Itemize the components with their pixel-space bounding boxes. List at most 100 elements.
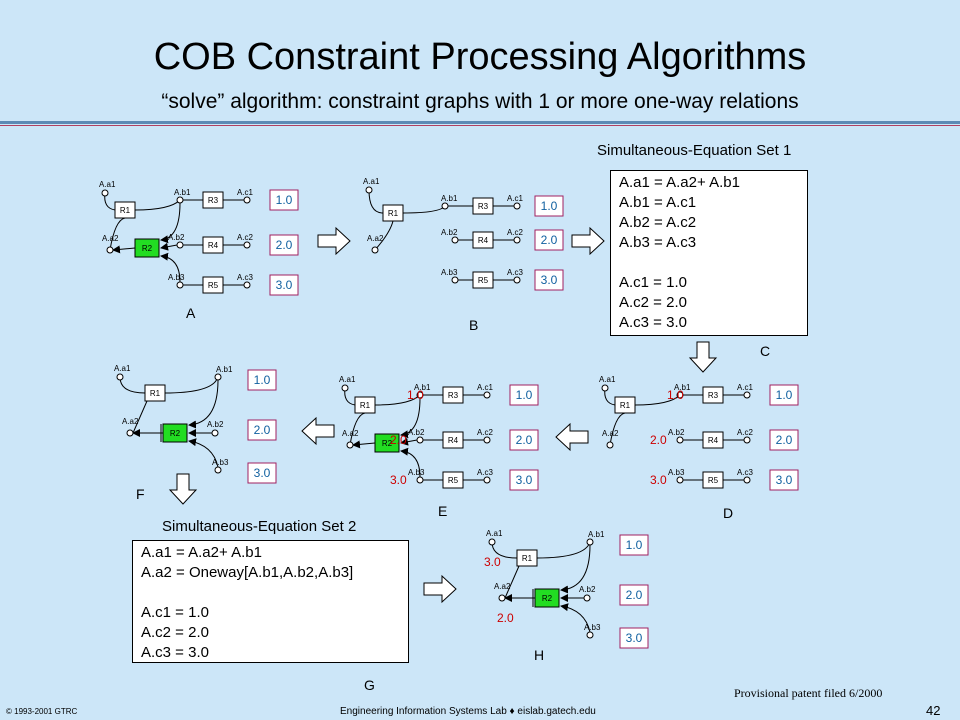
graph-e-r4 bbox=[442, 431, 464, 449]
graph-f-node-4 bbox=[214, 466, 222, 474]
graph-b-label-c1: A.c1 bbox=[507, 194, 524, 203]
set2-line: A.c1 = 1.0 bbox=[141, 604, 209, 621]
graph-h-node-3 bbox=[583, 594, 591, 602]
set2-line: A.c3 = 3.0 bbox=[141, 644, 209, 661]
graph-e-r5 bbox=[442, 471, 464, 489]
arrow-a-b bbox=[317, 226, 351, 256]
graph-e-label-c2: A.c2 bbox=[477, 428, 494, 437]
graph-h-r1-label: R1 bbox=[522, 554, 533, 563]
graph-h-node-0 bbox=[488, 538, 496, 546]
graph-h-r2 bbox=[534, 588, 560, 608]
graph-d-red-b3: 3.0 bbox=[650, 473, 667, 487]
graph-e-red-b3: 3.0 bbox=[390, 473, 407, 487]
page-title: COB Constraint Processing Algorithms bbox=[153, 36, 807, 78]
graph-a-r1 bbox=[114, 201, 136, 219]
panel-letter-A: A bbox=[186, 305, 196, 321]
arrow-c-d bbox=[688, 341, 718, 373]
graph-b-label-a1: A.a1 bbox=[363, 177, 380, 186]
graph-h-val3-value: 3.0 bbox=[626, 631, 643, 645]
graph-e-node-0 bbox=[341, 384, 349, 392]
graph-f-label-b2: A.b2 bbox=[207, 420, 224, 429]
graph-a-r3-label: R3 bbox=[208, 196, 219, 205]
graph-f-node-1 bbox=[126, 429, 134, 437]
graph-a-r2 bbox=[134, 238, 160, 258]
graph-b-r4 bbox=[472, 231, 494, 249]
graph-a-node-0 bbox=[101, 189, 109, 197]
graph-a-node-4 bbox=[176, 281, 184, 289]
graph-b-r1 bbox=[382, 204, 404, 222]
graph-h-val3 bbox=[619, 627, 649, 649]
graph-b-node-6 bbox=[513, 236, 521, 244]
panel-letter-H: H bbox=[534, 647, 544, 663]
graph-h-red-a2: 2.0 bbox=[497, 611, 514, 625]
set1-line: A.c2 = 2.0 bbox=[619, 294, 687, 311]
graph-a-edge-b2-r2 bbox=[160, 242, 178, 251]
graph-h-edge-b3-r2 bbox=[560, 603, 591, 633]
graph-a-label-b1: A.b1 bbox=[174, 188, 191, 197]
graph-e-node-4 bbox=[416, 476, 424, 484]
graph-e-red-b2: 2.0 bbox=[390, 433, 407, 447]
set1-line: A.c3 = 3.0 bbox=[619, 314, 687, 331]
graph-e-label-c3: A.c3 bbox=[477, 468, 494, 477]
graph-h-val1 bbox=[619, 534, 649, 556]
graph-h-edge-r1-b1 bbox=[536, 541, 591, 559]
graph-a-r1-label: R1 bbox=[120, 206, 131, 215]
graph-a-val2-value: 2.0 bbox=[276, 238, 293, 252]
graph-d-node-7 bbox=[743, 476, 751, 484]
graph-f-val3 bbox=[247, 462, 277, 484]
graph-h-r2-label: R2 bbox=[542, 594, 553, 603]
page-number: 42 bbox=[926, 703, 941, 718]
panel-letter-F: F bbox=[136, 486, 145, 502]
graph-d-label-b3: A.b3 bbox=[668, 468, 685, 477]
graph-e-r2 bbox=[374, 433, 400, 453]
graph-e-val3-value: 3.0 bbox=[516, 473, 533, 487]
graph-h-red-a1: 3.0 bbox=[484, 555, 501, 569]
graph-d-r3 bbox=[702, 386, 724, 404]
graph-b-val2-value: 2.0 bbox=[541, 233, 558, 247]
graph-e-r2-label: R2 bbox=[382, 439, 393, 448]
graph-f-node-0 bbox=[116, 373, 124, 381]
graph-b-val2 bbox=[534, 229, 564, 251]
graph-b-r1-label: R1 bbox=[388, 209, 399, 218]
graph-d-node-0 bbox=[601, 384, 609, 392]
graph-b-edge-r1-b1 bbox=[402, 205, 446, 214]
patent-note: Provisional patent filed 6/2000 bbox=[734, 686, 883, 700]
graph-d-val2-value: 2.0 bbox=[776, 433, 793, 447]
graph-h-edge-b1-r2 bbox=[560, 544, 591, 594]
graph-e-node-6 bbox=[483, 436, 491, 444]
graph-e-r1 bbox=[354, 396, 376, 414]
graph-h-label-a2: A.a2 bbox=[494, 582, 511, 591]
graph-f-val1 bbox=[247, 369, 277, 391]
graph-d-val1 bbox=[769, 384, 799, 406]
graph-a-label-b2: A.b2 bbox=[168, 233, 185, 242]
graph-f-edge-r1-b1 bbox=[164, 376, 219, 394]
graph-a-node-7 bbox=[243, 281, 251, 289]
arrow-b-c bbox=[571, 226, 605, 256]
graph-h-label-b3: A.b3 bbox=[584, 623, 601, 632]
graph-a-node-6 bbox=[243, 241, 251, 249]
graph-h-node-4 bbox=[586, 631, 594, 639]
graph-f-val2 bbox=[247, 419, 277, 441]
graph-b-node-4 bbox=[451, 276, 459, 284]
graph-d-label-a2: A.a2 bbox=[602, 429, 619, 438]
graph-f-val1-value: 1.0 bbox=[254, 373, 271, 387]
graph-e-edge-b1-r2 bbox=[400, 397, 421, 439]
graph-b-r5-label: R5 bbox=[478, 276, 489, 285]
graph-d-r1-label: R1 bbox=[620, 401, 631, 410]
graph-e-edge-b3-r2 bbox=[400, 447, 421, 478]
graph-d-node-3 bbox=[676, 436, 684, 444]
graph-h-val2 bbox=[619, 584, 649, 606]
set1-line: A.b1 = A.c1 bbox=[619, 194, 697, 211]
graph-a-label-c1: A.c1 bbox=[237, 188, 254, 197]
graph-h-label-b1: A.b1 bbox=[588, 530, 605, 539]
graph-b-label-c3: A.c3 bbox=[507, 268, 524, 277]
graph-a-label-a1: A.a1 bbox=[99, 180, 116, 189]
graph-b-node-7 bbox=[513, 276, 521, 284]
graph-e-label-a1: A.a1 bbox=[339, 375, 356, 384]
graph-e-node-1 bbox=[346, 441, 354, 449]
graph-b-label-b2: A.b2 bbox=[441, 228, 458, 237]
graph-b-node-5 bbox=[513, 202, 521, 210]
graph-d-r4-label: R4 bbox=[708, 436, 719, 445]
